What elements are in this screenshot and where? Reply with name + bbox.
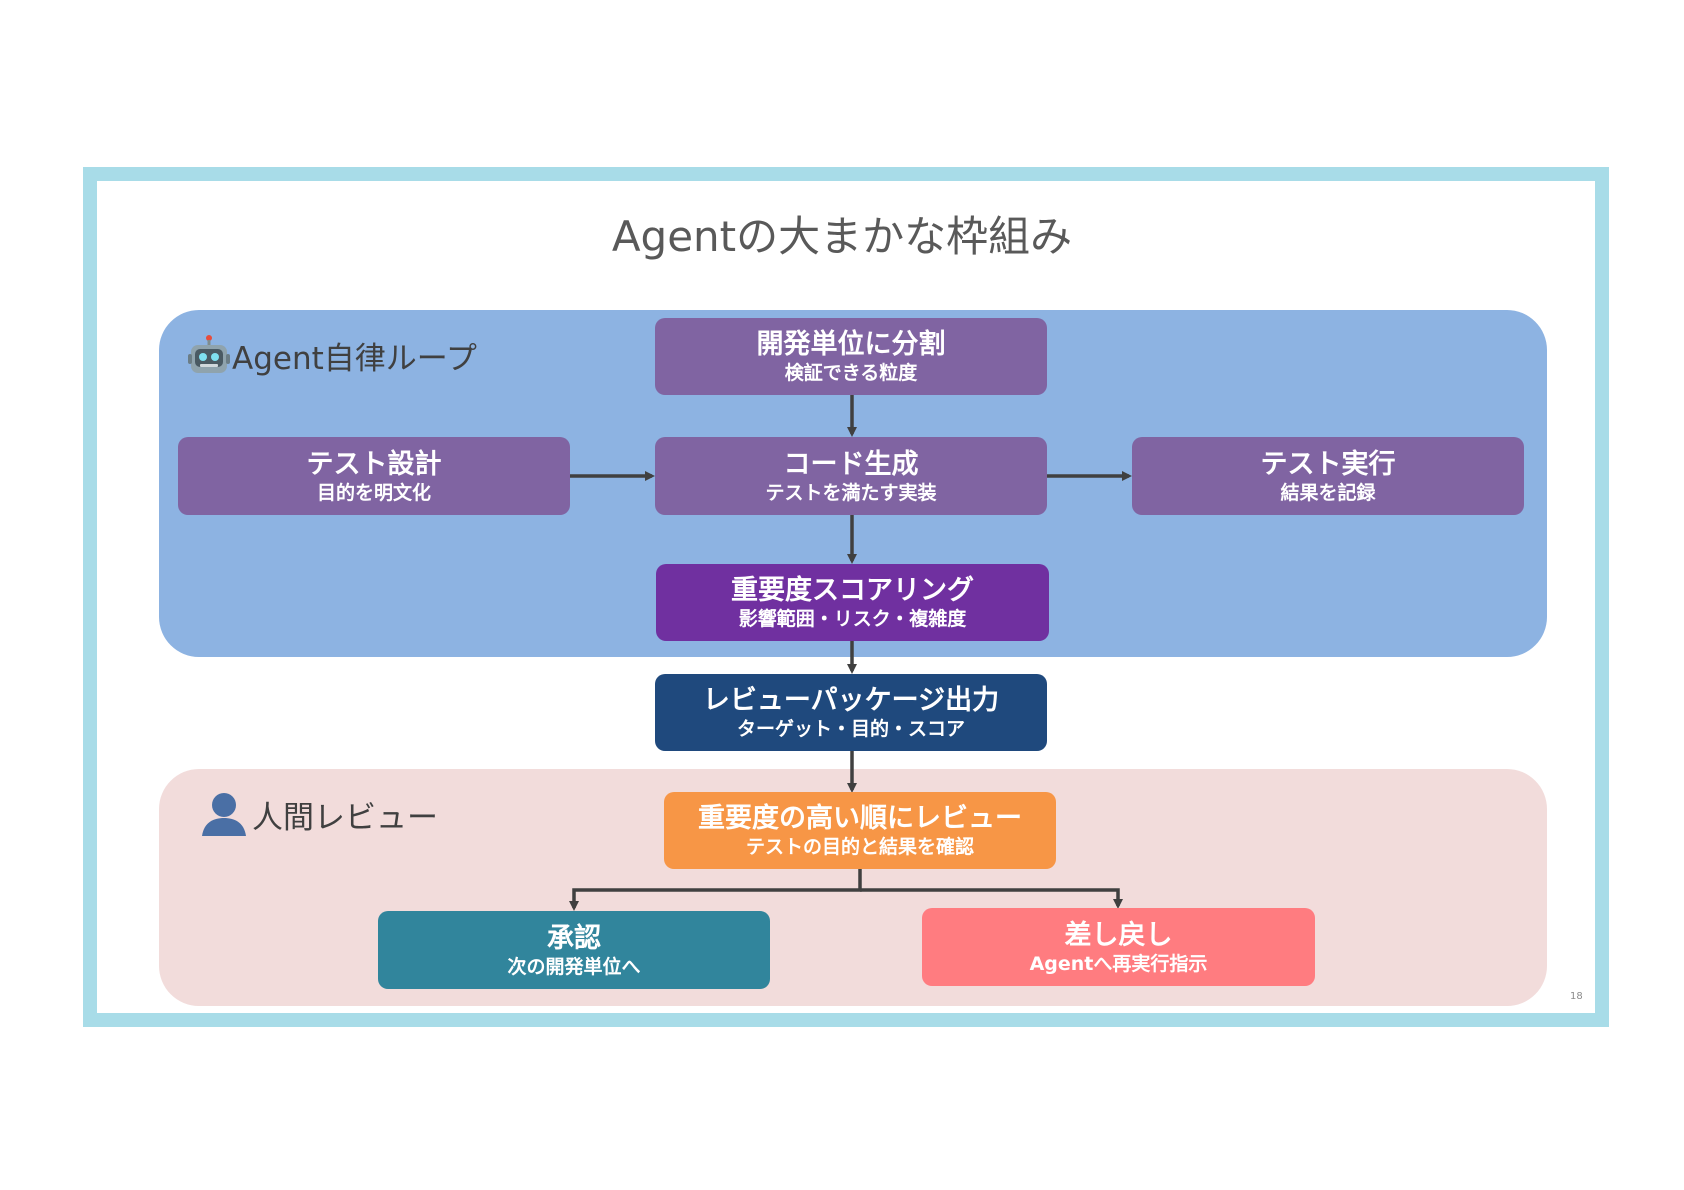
page-number: 18 xyxy=(1570,991,1583,1002)
human-review-label-text: 人間レビュー xyxy=(252,799,438,836)
test-design-subtitle: 目的を明文化 xyxy=(316,481,431,504)
agent-loop-label-text: Agent自律ループ xyxy=(232,341,477,377)
review-subtitle: テストの目的と結果を確認 xyxy=(745,836,974,858)
human-review-label: 人間レビュー xyxy=(200,790,438,838)
test-run-subtitle: 結果を記録 xyxy=(1280,481,1376,504)
approve-box: 承認 次の開発単位へ xyxy=(378,911,770,989)
scoring-title: 重要度スコアリング xyxy=(731,575,974,606)
agent-loop-label: Agent自律ループ xyxy=(188,333,477,378)
scoring-box: 重要度スコアリング 影響範囲・リスク・複雑度 xyxy=(656,564,1049,641)
package-box: レビューパッケージ出力 ターゲット・目的・スコア xyxy=(655,674,1047,751)
test-design-box: テスト設計 目的を明文化 xyxy=(178,437,570,515)
scoring-subtitle: 影響範囲・リスク・複雑度 xyxy=(738,608,967,630)
approve-subtitle: 次の開発単位へ xyxy=(507,955,641,978)
test-run-title: テスト実行 xyxy=(1260,448,1396,480)
reject-box: 差し戻し Agentへ再実行指示 xyxy=(922,908,1315,986)
reject-subtitle: Agentへ再実行指示 xyxy=(1029,952,1208,975)
robot-icon xyxy=(188,334,230,378)
codegen-subtitle: テストを満たす実装 xyxy=(765,481,937,504)
review-box: 重要度の高い順にレビュー テストの目的と結果を確認 xyxy=(664,792,1056,869)
person-icon xyxy=(200,790,248,838)
review-title: 重要度の高い順にレビュー xyxy=(698,803,1022,834)
package-title: レビューパッケージ出力 xyxy=(702,685,1000,716)
approve-title: 承認 xyxy=(547,922,601,954)
codegen-box: コード生成 テストを満たす実装 xyxy=(655,437,1047,515)
split-title: 開発単位に分割 xyxy=(756,329,946,360)
test-design-title: テスト設計 xyxy=(306,448,442,480)
slide-title: Agentの大まかな枠組み xyxy=(611,212,1073,261)
reject-title: 差し戻し xyxy=(1064,919,1173,951)
split-box: 開発単位に分割 検証できる粒度 xyxy=(655,318,1047,395)
package-subtitle: ターゲット・目的・スコア xyxy=(736,718,965,740)
split-subtitle: 検証できる粒度 xyxy=(784,362,918,384)
test-run-box: テスト実行 結果を記録 xyxy=(1132,437,1524,515)
codegen-title: コード生成 xyxy=(783,448,919,480)
